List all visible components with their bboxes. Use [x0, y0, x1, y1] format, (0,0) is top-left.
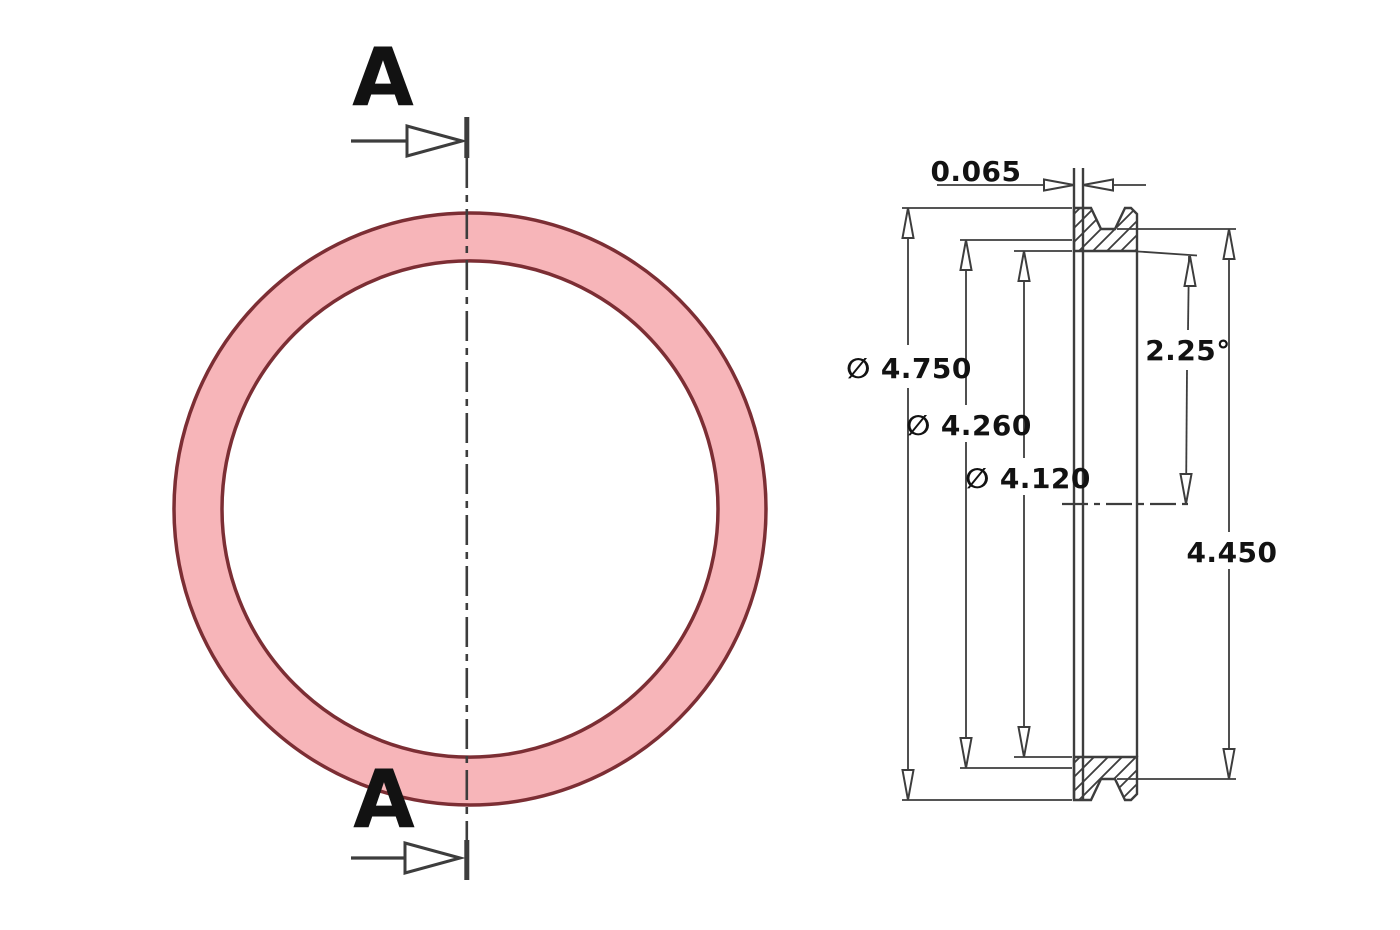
dim-groove-od: 4.450	[1186, 536, 1277, 569]
dim-bore-id: ∅ 4.120	[965, 462, 1091, 495]
section-arrowhead-top-icon	[405, 124, 468, 158]
section-arrow-bottom	[351, 841, 466, 875]
section-arrow-top	[351, 124, 468, 158]
top-flange-outline	[1072, 206, 1139, 253]
line-work	[351, 117, 1236, 880]
section-label-top: A	[352, 31, 414, 124]
ring-shape	[172, 211, 768, 807]
dim-taper-angle: 2.25°	[1145, 334, 1231, 367]
section-label-bottom: A	[353, 753, 415, 846]
dim-flange-od: ∅ 4.750	[846, 352, 972, 385]
section-arrowhead-bottom-icon	[403, 841, 466, 875]
dim-taper-od: ∅ 4.260	[906, 409, 1032, 442]
annotations: A A 0.065 ∅ 4.750 ∅ 4.260 ∅ 4.120 2.25° …	[352, 31, 1277, 846]
dimension-arrowheads	[901, 178, 1236, 801]
bottom-flange-outline	[1072, 755, 1139, 802]
taper-extension-line	[1137, 250, 1198, 257]
dim-wall-thickness: 0.065	[930, 155, 1021, 188]
section-view-outline	[1072, 168, 1139, 802]
ring-front-view	[172, 211, 768, 807]
